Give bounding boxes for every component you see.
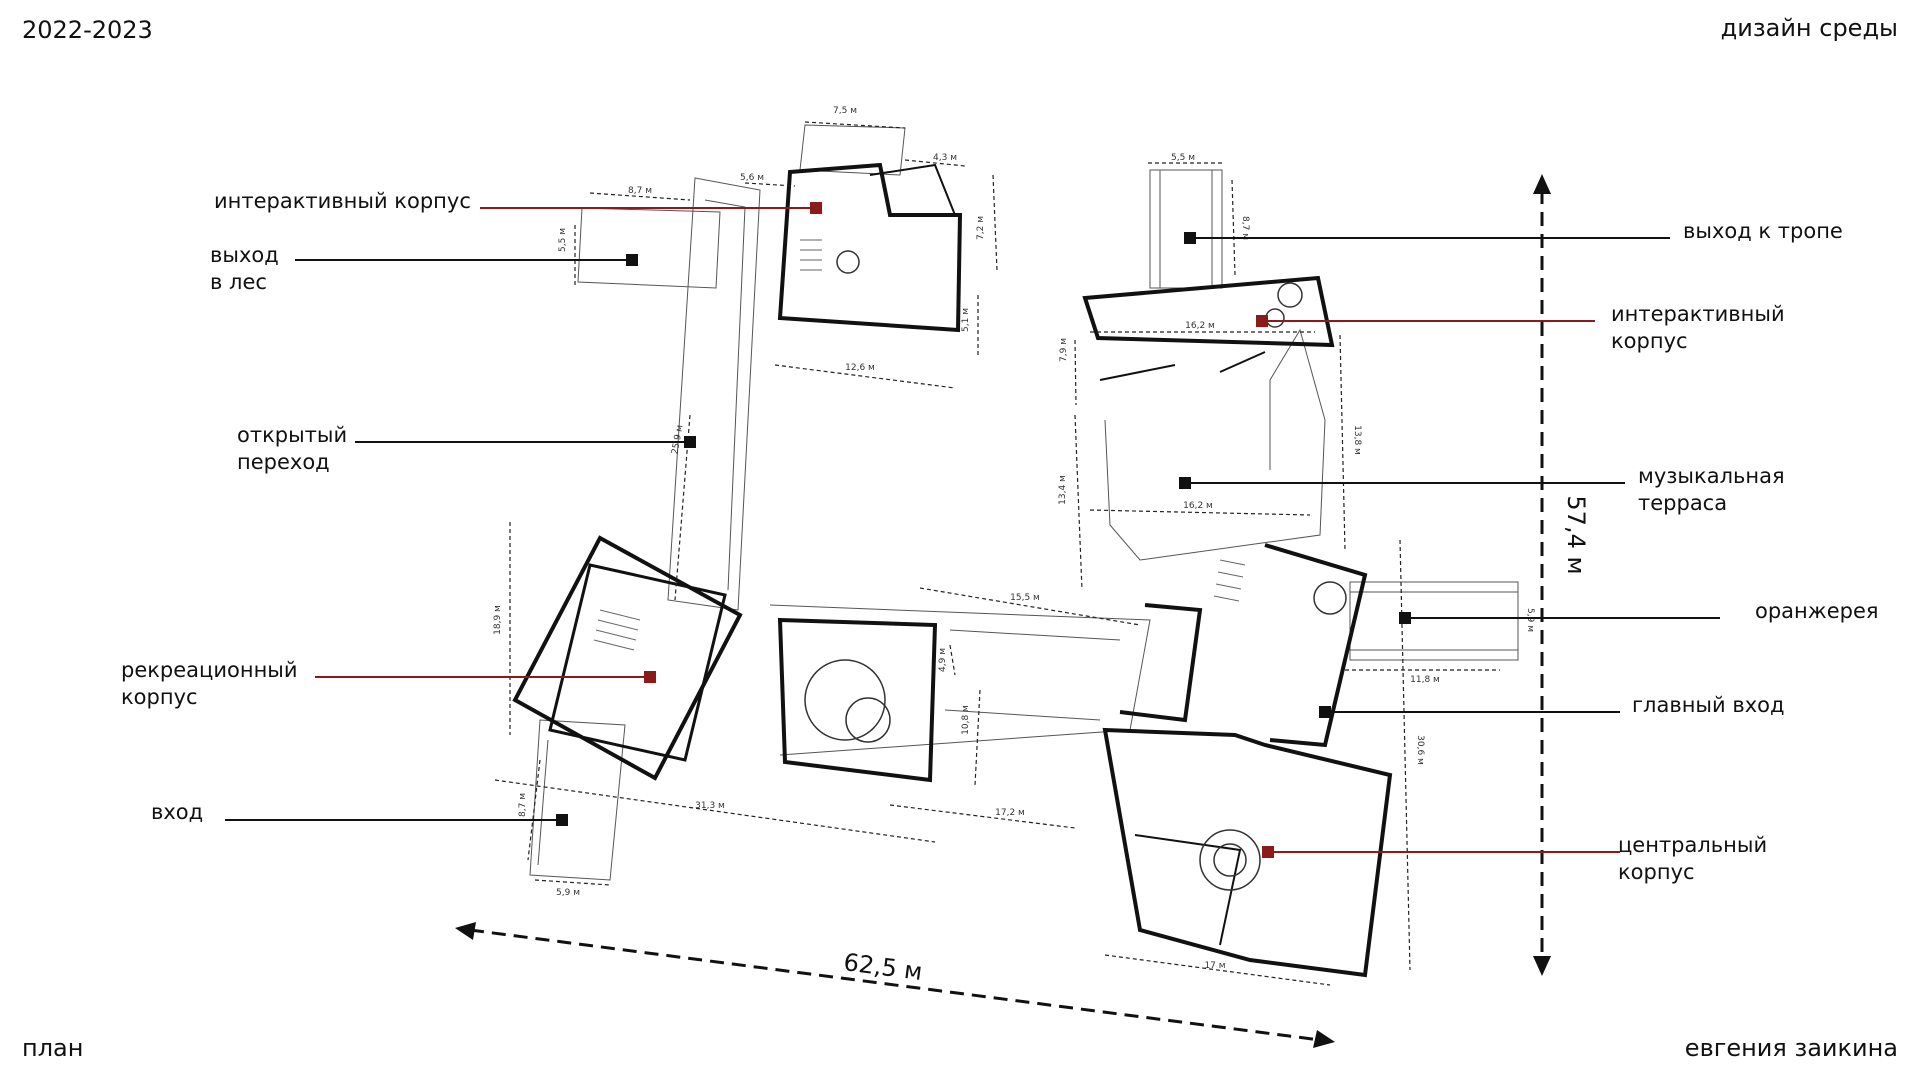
marker-central	[1262, 846, 1274, 858]
arrow-up-icon	[1533, 174, 1551, 194]
marker-greenhouse	[1399, 612, 1411, 624]
label-interactive-left: интерактивный корпус	[214, 189, 471, 213]
dim-7-5: 7,5 м	[833, 106, 857, 116]
marker-main-entrance	[1319, 706, 1331, 718]
dim-5-1: 5,1 м	[961, 308, 971, 332]
forest-exit-deck	[577, 207, 721, 289]
top-deck	[799, 124, 906, 176]
label-forest-exit-line1: выход	[210, 243, 279, 267]
dim-31-3: 31,3 м	[695, 801, 725, 811]
dim-8-7b: 8,7 м	[1240, 216, 1250, 240]
label-interactive-right-line2: корпус	[1611, 329, 1688, 353]
open-passage-outline	[667, 177, 761, 611]
central-walls	[1102, 727, 1393, 978]
dim-15-5: 15,5 м	[1010, 593, 1040, 603]
interactive-right-walls	[1082, 275, 1335, 348]
label-interactive-right-line1: интерактивный	[1611, 302, 1785, 326]
dim-8-7a: 8,7 м	[628, 186, 652, 196]
label-open-passage-line1: открытый	[237, 423, 348, 447]
dim-7-2: 7,2 м	[976, 216, 986, 240]
arrow-down-icon	[1533, 956, 1551, 976]
overall-width-line	[469, 928, 1321, 1042]
trail-exit-deck	[1149, 169, 1223, 289]
dim-7-9: 7,9 м	[1059, 338, 1069, 362]
dim-16-2b: 16,2 м	[1183, 501, 1213, 511]
label-main-entrance: главный вход	[1632, 693, 1785, 717]
marker-interactive-right	[1256, 315, 1268, 327]
plan-title: план	[22, 1034, 84, 1062]
dim-4-9: 4,9 м	[938, 648, 948, 672]
label-greenhouse: оранжерея	[1755, 599, 1879, 623]
label-music-terrace-line1: музыкальная	[1638, 464, 1785, 488]
marker-entrance	[556, 814, 568, 826]
label-recreation-line2: корпус	[121, 685, 198, 709]
dim-5-9a: 5,9 м	[1525, 608, 1535, 632]
marker-interactive-left	[810, 202, 822, 214]
dim-17: 17 м	[1204, 961, 1225, 971]
dim-13-8: 13,8 м	[1352, 425, 1362, 455]
label-music-terrace-line2: терраса	[1638, 491, 1728, 515]
dim-16-2a: 16,2 м	[1185, 321, 1215, 331]
middle-block-walls	[777, 617, 938, 783]
dim-5-6: 5,6 м	[740, 173, 764, 183]
dim-10-8: 10,8 м	[961, 705, 971, 735]
label-central-line1: центральный	[1618, 833, 1768, 857]
label-recreation-line1: рекреационный	[121, 658, 298, 682]
hub-walls	[1119, 543, 1368, 748]
dim-25-9: 25,9 м	[671, 424, 686, 455]
dim-5-5b: 5,5 м	[1171, 153, 1195, 163]
subject-label: дизайн среды	[1720, 14, 1898, 42]
years-label: 2022-2023	[22, 16, 153, 44]
author-name: евгения заикина	[1684, 1034, 1898, 1062]
marker-forest-exit	[626, 254, 638, 266]
marker-recreation	[644, 671, 656, 683]
label-trail-exit: выход к тропе	[1683, 219, 1843, 243]
marker-open-passage	[684, 436, 696, 448]
label-entrance: вход	[151, 800, 204, 824]
arrow-right-icon	[1313, 1030, 1335, 1048]
greenhouse-walkway	[1349, 581, 1519, 661]
dim-30-6: 30,6 м	[1415, 735, 1425, 765]
dim-8-7c: 8,7 м	[518, 793, 528, 817]
interactive-left-walls	[777, 162, 963, 333]
dim-12-6: 12,6 м	[845, 363, 875, 373]
dim-5-9b: 5,9 м	[556, 888, 580, 898]
dim-13-4: 13,4 м	[1058, 475, 1068, 505]
music-terrace-outline	[1104, 328, 1326, 561]
label-open-passage-line2: переход	[237, 450, 330, 474]
entrance-ramp	[529, 719, 626, 881]
overall-height-value: 57,4 м	[1562, 495, 1590, 574]
arrow-left-icon	[455, 922, 476, 940]
marker-trail-exit	[1184, 232, 1196, 244]
dim-18-9: 18,9 м	[493, 605, 503, 635]
corridor	[769, 604, 1151, 756]
label-central-line2: корпус	[1618, 860, 1695, 884]
dim-17-2: 17,2 м	[995, 808, 1025, 818]
label-forest-exit-line2: в лес	[210, 270, 267, 294]
dim-5-5a: 5,5 м	[558, 228, 568, 252]
dim-11-8: 11,8 м	[1410, 675, 1440, 685]
dim-4-3: 4,3 м	[933, 153, 957, 163]
open-passage-inner	[704, 199, 746, 591]
marker-music-terrace	[1179, 477, 1191, 489]
